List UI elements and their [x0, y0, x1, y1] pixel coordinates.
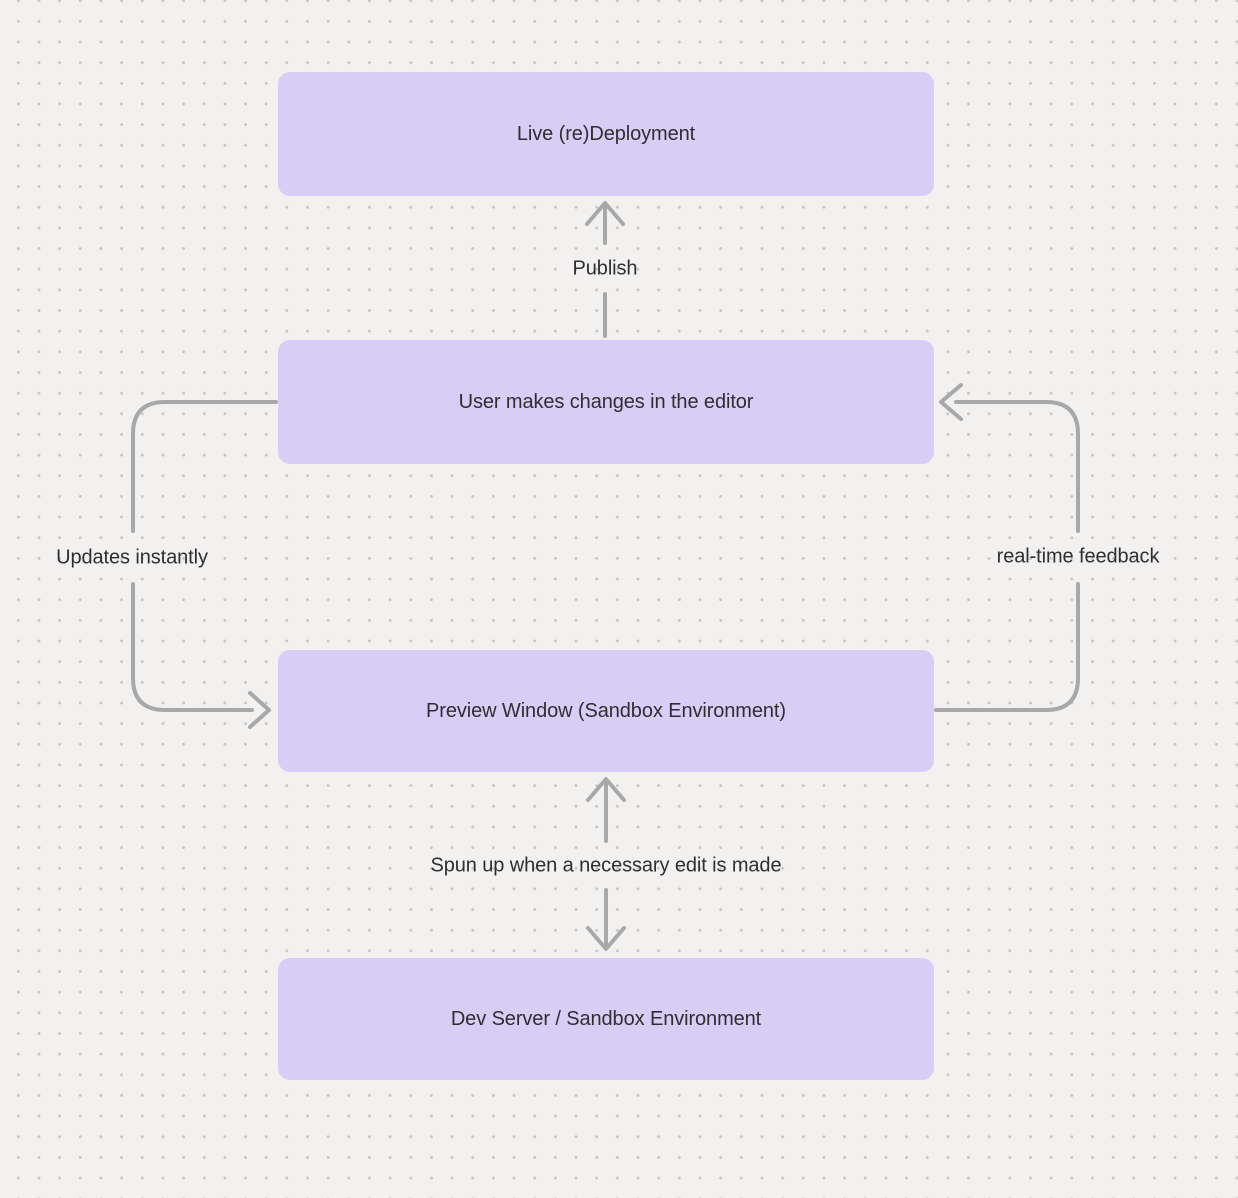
node-live-deployment: Live (re)Deployment [278, 72, 934, 196]
arrow-right-head-icon [248, 691, 271, 729]
arrow-left-head-icon [939, 383, 963, 421]
node-preview-window: Preview Window (Sandbox Environment) [278, 650, 934, 772]
edge-label-publish: Publish [572, 257, 638, 280]
arrow-up-head-icon [585, 201, 625, 226]
arrow-publish [585, 201, 625, 338]
node-dev-server-label: Dev Server / Sandbox Environment [450, 1007, 762, 1030]
node-live-deployment-label: Live (re)Deployment [516, 122, 696, 145]
node-dev-server: Dev Server / Sandbox Environment [278, 958, 934, 1080]
arrow-down-head-icon [586, 926, 626, 951]
node-editor-label: User makes changes in the editor [458, 390, 754, 413]
node-editor: User makes changes in the editor [278, 340, 934, 464]
arrow-right-loop-bottom [934, 582, 1080, 712]
arrow-updates-instantly [131, 400, 278, 729]
edge-label-updates-instantly: Updates instantly [56, 546, 208, 569]
arrow-right-loop-top [954, 400, 1080, 533]
arrow-spun-up [586, 777, 626, 951]
node-preview-window-label: Preview Window (Sandbox Environment) [426, 699, 786, 722]
arrow-left-loop-bottom [131, 582, 254, 712]
edge-label-spun-up: Spun up when a necessary edit is made [430, 854, 782, 877]
edge-label-realtime-feedback: real-time feedback [996, 545, 1160, 568]
arrow-left-loop-top [131, 400, 278, 533]
arrow-realtime-feedback [934, 383, 1080, 712]
arrow-up-head-icon [586, 777, 626, 802]
